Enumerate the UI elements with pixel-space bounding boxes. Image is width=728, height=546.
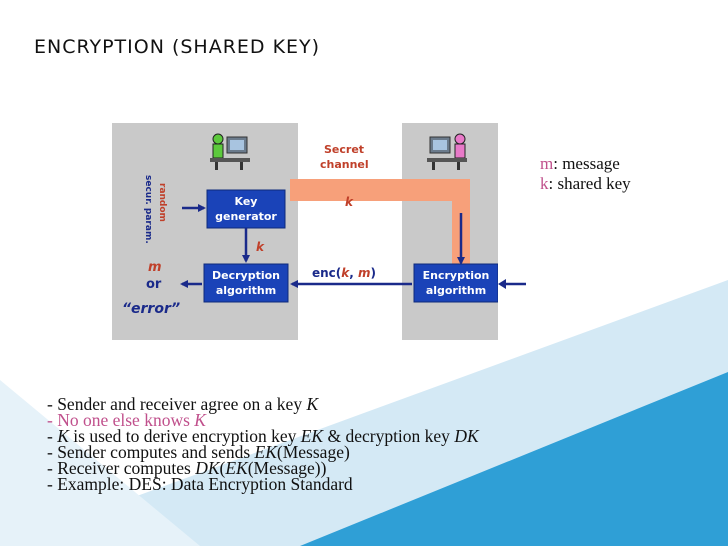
key-arrow-label: k — [256, 240, 265, 254]
input-arrow-container — [498, 279, 526, 289]
blue-stripe — [300, 372, 728, 546]
encryption-diagram: Secret channel k random secur. param. Ke… — [112, 123, 498, 340]
output-m-label: m — [148, 260, 162, 275]
secret-channel-label-1: Secret — [324, 143, 364, 156]
bullet-line: - Receiver computes DK(EK(Message)) — [47, 458, 327, 478]
legend-shared-key: k: shared key — [540, 174, 631, 193]
bullet-list: - Sender and receiver agree on a key K -… — [47, 394, 479, 494]
ciphertext-label: enc(k, m) — [312, 266, 376, 280]
receiver-panel — [112, 123, 298, 340]
sender-person-icon — [427, 133, 467, 170]
encryption-label-2: algorithm — [426, 284, 486, 297]
decryption-box — [203, 263, 289, 303]
bullet-line: - Example: DES: Data Encryption Standard — [47, 474, 353, 494]
decryption-label-1: Decryption — [212, 269, 280, 282]
key-generator-label-1: Key — [235, 195, 258, 208]
secret-channel-label-2: channel — [320, 158, 369, 171]
key-generator-box — [206, 189, 286, 229]
legend: m: message k: shared key — [540, 154, 631, 194]
receiver-person-icon — [210, 133, 250, 170]
output-or-label: or — [146, 277, 162, 292]
encryption-label-1: Encryption — [423, 269, 490, 282]
channel-key-label: k — [345, 195, 354, 209]
encryption-box — [413, 263, 498, 303]
bullet-line: - Sender and receiver agree on a key K — [47, 394, 319, 414]
sender-panel — [402, 123, 498, 340]
bullet-line: - K is used to derive encryption key EK … — [47, 426, 479, 446]
key-generator-label-2: generator — [215, 210, 277, 223]
bullet-line: - No one else knows K — [47, 410, 206, 430]
light-wedge — [0, 380, 200, 546]
random-label: random — [157, 183, 167, 222]
secur-param-label: secur. param. — [143, 175, 153, 244]
output-error-label: “error” — [122, 301, 180, 317]
bullet-line: - Sender computes and sends EK(Message) — [47, 442, 350, 462]
slide-title: ENCRYPTION (SHARED KEY) — [34, 36, 321, 58]
legend-message: m: message — [540, 154, 620, 173]
decryption-label-2: algorithm — [216, 284, 276, 297]
